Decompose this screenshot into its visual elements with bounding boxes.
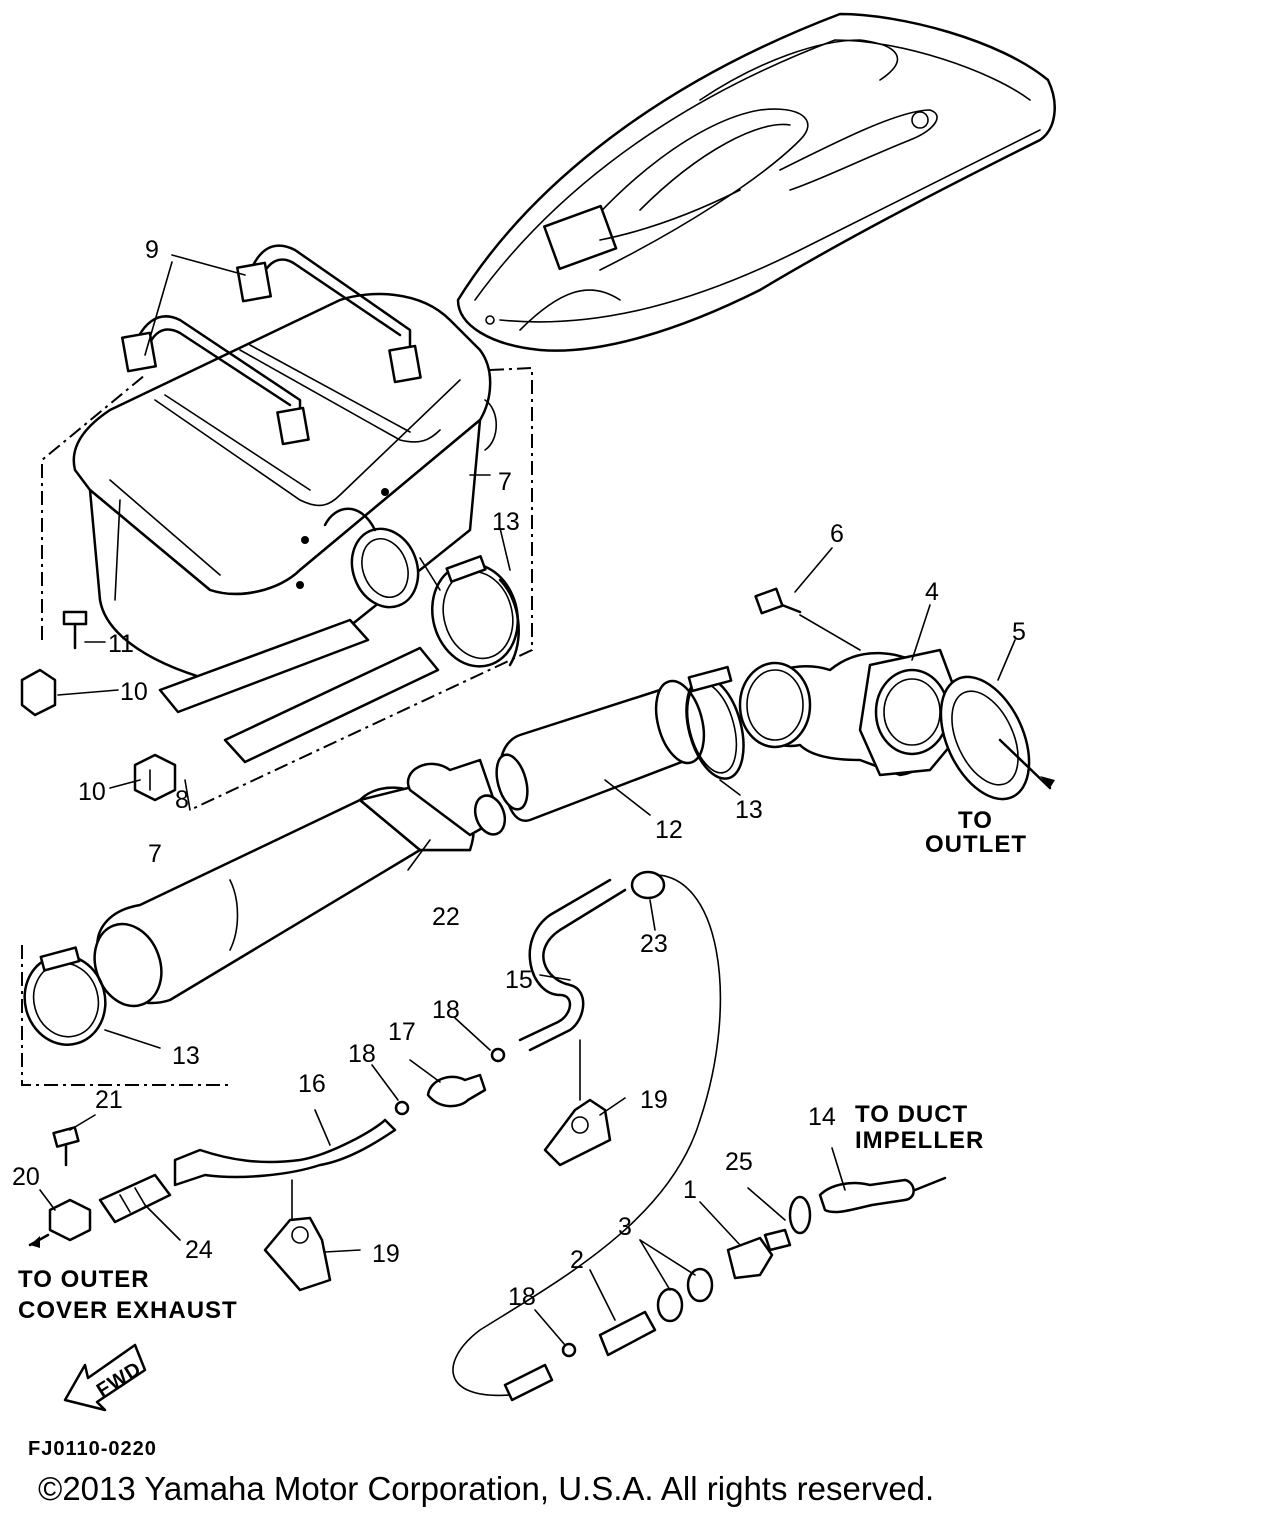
direction-notes: TO OUTLET TO DUCT IMPELLER TO OUTER COVE…	[18, 807, 1027, 1402]
hose-brackets	[263, 1098, 612, 1292]
forward-arrow-icon	[63, 1343, 147, 1412]
callout-6: 6	[830, 520, 844, 548]
callout-8: 8	[175, 786, 189, 814]
note-to-duct-line1: TO DUCT	[855, 1101, 968, 1128]
bolt-and-clips	[20, 610, 177, 802]
figure-code: FJ0110-0220	[28, 1438, 157, 1460]
air-box-assembly	[41, 244, 533, 811]
callout-11: 11	[108, 630, 134, 658]
muffler	[21, 758, 507, 1086]
callout-5: 5	[1012, 618, 1026, 646]
copyright-notice: ©2013 Yamaha Motor Corporation, U.S.A. A…	[38, 1470, 934, 1507]
callout-7: 7	[148, 840, 162, 868]
exhaust-elbow	[738, 587, 1055, 801]
callout-24: 24	[185, 1236, 213, 1264]
callout-23: 23	[640, 930, 668, 958]
note-to-outer-line1: TO OUTER	[18, 1266, 150, 1293]
leader-lines	[39, 254, 1016, 1346]
callout-18: 18	[432, 996, 460, 1024]
callout-15: 15	[505, 966, 533, 994]
callout-9: 9	[145, 236, 159, 264]
callout-21: 21	[95, 1086, 123, 1114]
hose-clamp-top	[431, 555, 520, 668]
callout-18: 18	[348, 1040, 376, 1068]
callout-2: 2	[570, 1246, 584, 1274]
callout-10: 10	[78, 778, 106, 806]
water-hoses	[173, 870, 947, 1402]
callout-4: 4	[925, 578, 939, 606]
note-to-outlet-line1: TO	[958, 807, 993, 834]
callout-3: 3	[618, 1213, 632, 1241]
callout-20: 20	[12, 1163, 40, 1191]
callout-1: 1	[683, 1176, 697, 1204]
exhaust-hose	[495, 665, 745, 822]
callout-17: 17	[388, 1018, 416, 1046]
callout-22: 22	[432, 903, 460, 931]
note-to-outlet-line2: OUTLET	[925, 831, 1027, 858]
callout-numbers: 9 7 13 6 4 5 11 10 10 8 7 12 13 22 23 15…	[12, 236, 1026, 1311]
fittings	[598, 1195, 812, 1357]
callout-19: 19	[640, 1086, 668, 1114]
foam-pads	[158, 618, 440, 764]
callout-14: 14	[808, 1103, 836, 1131]
watercraft-hull-illustration	[456, 12, 1056, 352]
callout-10: 10	[120, 678, 148, 706]
note-to-duct-line2: IMPELLER	[855, 1127, 984, 1154]
note-to-outer-line2: COVER EXHAUST	[18, 1297, 238, 1324]
hose-joint-and-clips	[394, 1047, 577, 1358]
bolt-clamp-fitting	[28, 1126, 172, 1248]
hose-clamp-left	[23, 946, 107, 1046]
callout-13: 13	[492, 508, 520, 536]
callout-13: 13	[735, 796, 763, 824]
callout-12: 12	[655, 816, 683, 844]
callout-18: 18	[508, 1283, 536, 1311]
callout-19: 19	[372, 1240, 400, 1268]
callout-7: 7	[498, 468, 512, 496]
callout-13: 13	[172, 1042, 200, 1070]
callout-25: 25	[725, 1148, 753, 1176]
callout-16: 16	[298, 1070, 326, 1098]
